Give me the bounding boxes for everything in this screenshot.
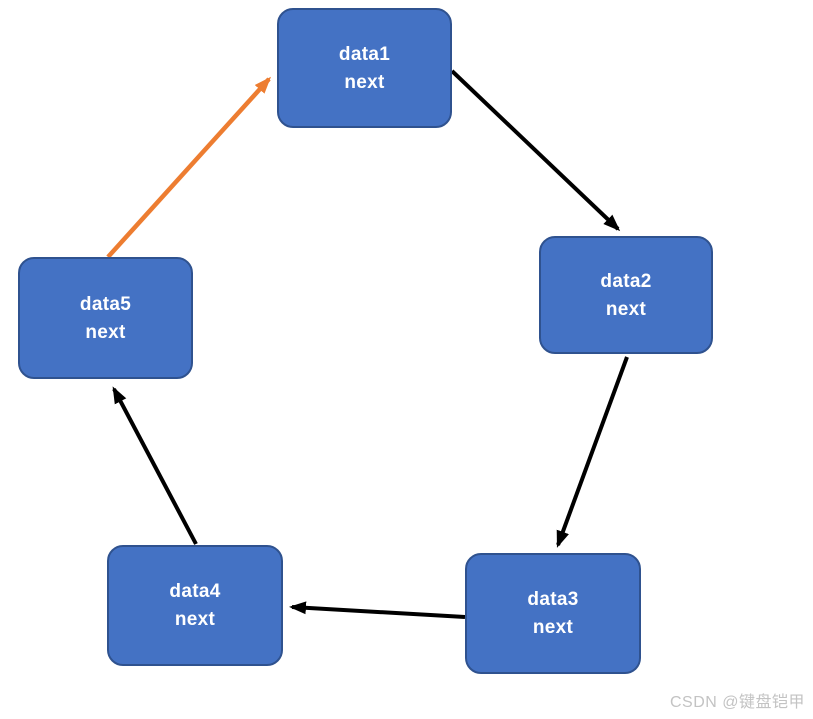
node-data4: data4 next [107,545,283,666]
node-data1: data1 next [277,8,452,128]
node-data4-pointer-label: next [174,609,216,630]
node-data2: data2 next [539,236,713,354]
arrow-data5-to-data1 [106,76,272,259]
node-data4-data-label: data4 [169,581,221,602]
node-data5-data-label: data5 [79,293,132,315]
node-data2-data-label: data2 [600,270,652,292]
node-data3-data-label: data3 [527,589,579,610]
node-data3: data3 next [465,553,641,674]
arrow-data1-to-data2 [450,69,621,232]
node-data2-pointer-label: next [605,298,647,320]
node-data5-pointer-label: next [85,321,126,343]
arrow-data4-to-data5 [112,386,198,545]
arrow-data3-to-data4 [289,601,466,619]
node-data5: data5 next [18,257,193,379]
node-data1-pointer-label: next [344,71,385,93]
node-data1-data-label: data1 [338,43,391,65]
watermark: CSDN @键盘铠甲 [669,694,805,711]
arrow-data2-to-data3 [556,356,629,548]
node-data3-pointer-label: next [532,617,574,638]
